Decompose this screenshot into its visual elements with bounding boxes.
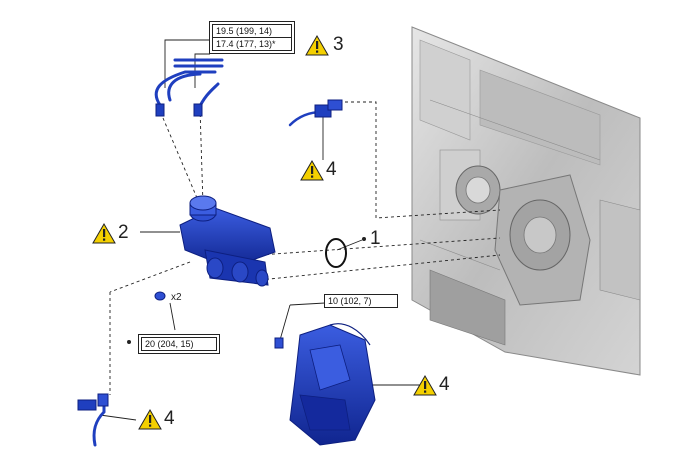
callout-number: 1 — [370, 228, 381, 249]
mount-spec-dot — [127, 340, 131, 344]
torque-spec-bracket-bolt: 10 (102, 7) — [324, 294, 398, 308]
upper-harness-connector[interactable] — [288, 99, 343, 127]
quantity-label: x2 — [171, 292, 182, 303]
torque-spec-brake-lines: 19.5 (199, 14) 17.4 (177, 13)* — [209, 21, 295, 54]
callout-gasket: 1 — [370, 228, 381, 250]
callout-number: 4 — [164, 408, 175, 429]
torque-spec-mount-nut: 20 (204, 15) — [138, 334, 220, 354]
warning-triangle-icon — [413, 375, 437, 396]
warning-triangle-icon — [92, 223, 116, 244]
callout-lower-harness: 4 — [164, 408, 175, 430]
callout-master-cylinder: 2 — [118, 222, 129, 244]
dashed-leader-lines — [109, 101, 501, 395]
firewall-panel — [411, 26, 641, 376]
torque-spec-upper: 19.5 (199, 14) — [212, 24, 292, 38]
warning-triangle-icon — [300, 160, 324, 181]
gasket-ring[interactable] — [325, 238, 347, 268]
callout-number: 2 — [118, 222, 129, 243]
callout-number: 4 — [439, 374, 450, 395]
booster-bracket[interactable] — [274, 323, 376, 446]
lower-harness-connector[interactable] — [77, 393, 109, 447]
callout-number: 3 — [333, 34, 344, 55]
callout-upper-harness: 4 — [326, 159, 337, 181]
callout-booster-bracket: 4 — [439, 374, 450, 396]
callout-number: 4 — [326, 159, 337, 180]
mount-nut[interactable] — [154, 291, 166, 301]
torque-spec-bracket-value: 10 (102, 7) — [328, 296, 372, 306]
callout-dot — [362, 237, 366, 241]
master-cylinder[interactable] — [179, 195, 276, 287]
torque-spec-mount-value: 20 (204, 15) — [141, 337, 217, 351]
warning-triangle-icon — [138, 409, 162, 430]
torque-spec-lower: 17.4 (177, 13)* — [212, 38, 292, 51]
callout-brake-lines: 3 — [333, 34, 344, 56]
brake-lines[interactable] — [154, 58, 224, 117]
warning-triangle-icon — [305, 35, 329, 56]
